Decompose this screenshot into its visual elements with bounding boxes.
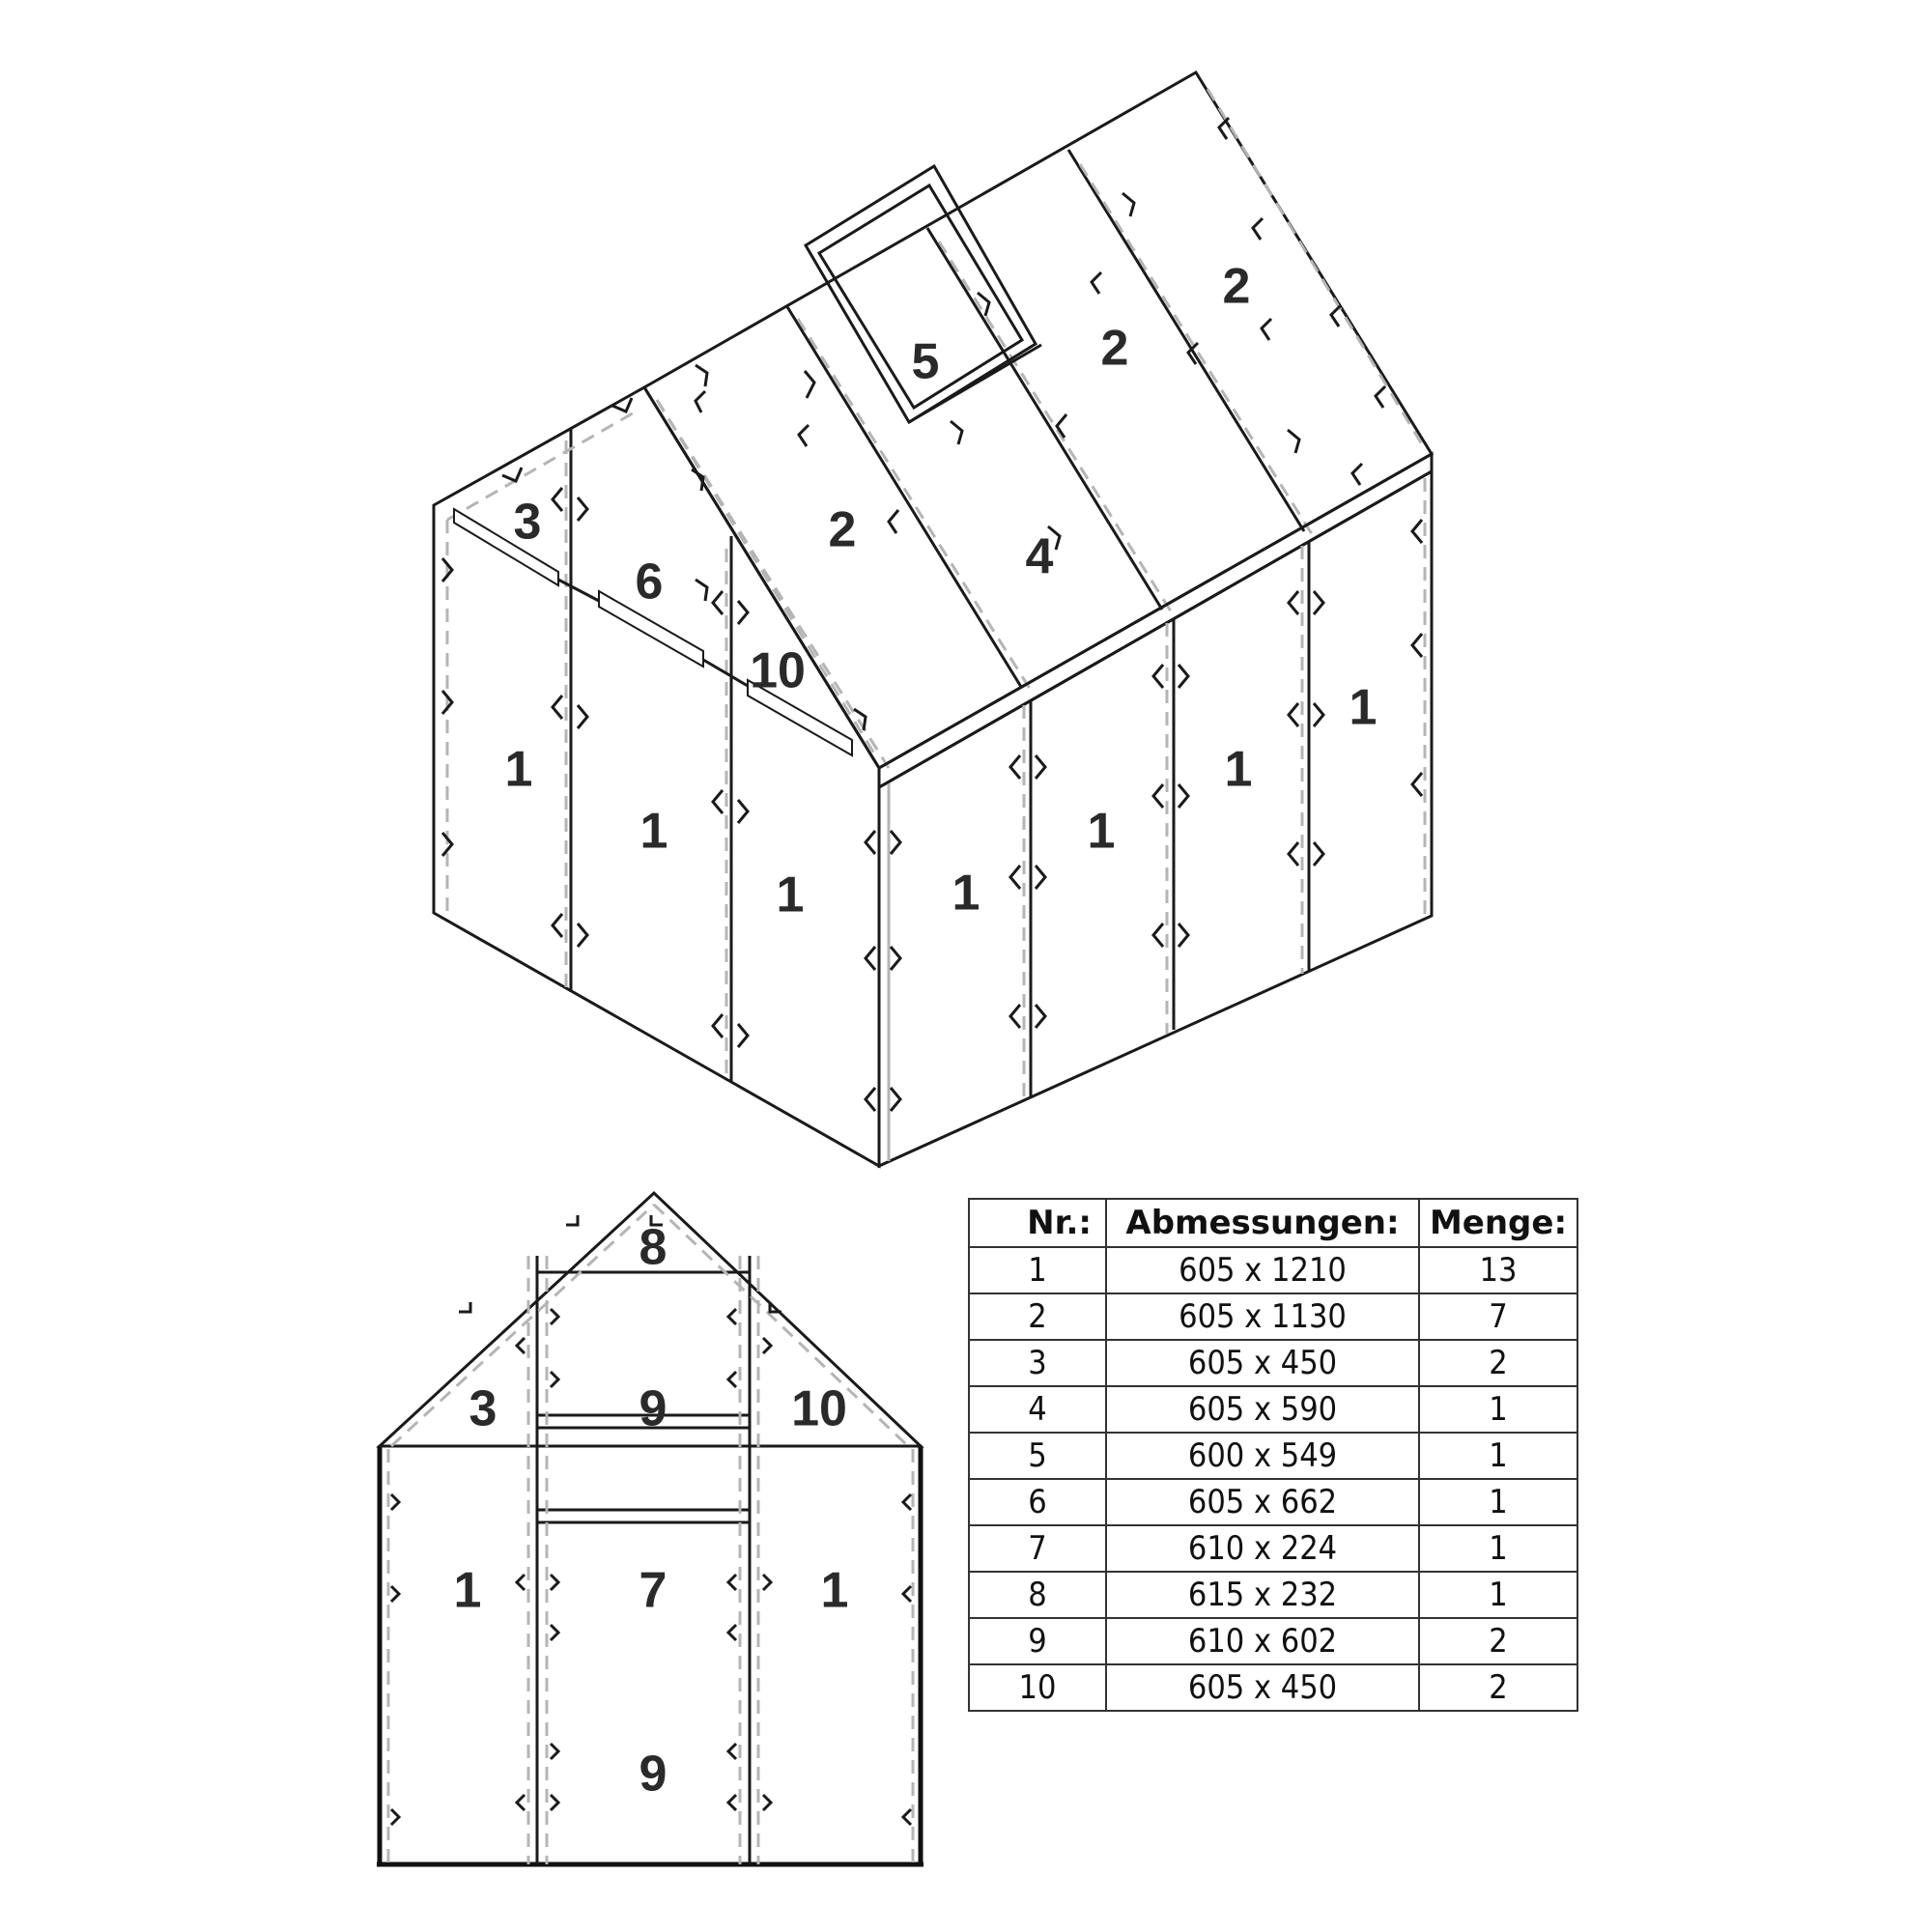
cell-qty: 1: [1418, 1385, 1578, 1434]
cell-nr: 8: [968, 1571, 1107, 1619]
cell-qty: 1: [1418, 1524, 1578, 1573]
iso-label-roof-5: 5: [912, 334, 940, 390]
iso-label-front-1b: 1: [640, 804, 668, 860]
gable-end-wall: [432, 384, 891, 1169]
rail-strip: [453, 507, 559, 587]
cell-size: 610 x 602: [1105, 1617, 1420, 1665]
iso-label-side-1c: 1: [1225, 742, 1253, 798]
cell-size: 610 x 224: [1105, 1524, 1420, 1573]
cell-nr: 10: [968, 1663, 1107, 1712]
header-nr: Nr.:: [968, 1198, 1107, 1248]
cell-qty: 2: [1418, 1663, 1578, 1712]
front-label-3: 3: [469, 1381, 497, 1437]
cell-nr: 6: [968, 1478, 1107, 1526]
iso-label-side-1a: 1: [952, 866, 980, 922]
iso-label-roof-4: 4: [1026, 529, 1054, 585]
cell-nr: 7: [968, 1524, 1107, 1573]
cell-qty: 7: [1418, 1293, 1578, 1341]
front-label-9-top: 9: [639, 1381, 668, 1437]
cell-size: 600 x 549: [1105, 1432, 1420, 1480]
iso-label-roof-2b: 2: [1101, 321, 1129, 377]
front-label-9-bottom: 9: [639, 1747, 668, 1803]
cell-nr: 3: [968, 1339, 1107, 1387]
cell-qty: 1: [1418, 1571, 1578, 1619]
roof-vent-window: [803, 163, 1038, 425]
front-label-1-right: 1: [821, 1563, 849, 1619]
cell-nr: 9: [968, 1617, 1107, 1665]
iso-label-10: 10: [750, 643, 806, 699]
cell-size: 605 x 662: [1105, 1478, 1420, 1526]
cell-qty: 2: [1418, 1339, 1578, 1387]
cell-qty: 1: [1418, 1432, 1578, 1480]
cell-qty: 13: [1418, 1246, 1578, 1294]
front-label-10: 10: [791, 1381, 847, 1437]
iso-label-side-1d: 1: [1350, 680, 1378, 736]
front-label-1-left: 1: [454, 1563, 482, 1619]
iso-label-front-1a: 1: [505, 742, 533, 798]
cell-qty: 1: [1418, 1478, 1578, 1526]
table-header-row: Nr.: Abmessungen: Menge:: [968, 1198, 1578, 1248]
cell-size: 605 x 1210: [1105, 1246, 1420, 1294]
isometric-view: 3 6 10 2 2 2 4 5 1 1 1 1 1 1 1: [432, 70, 1435, 1169]
cell-size: 615 x 232: [1105, 1571, 1420, 1619]
iso-label-side-1b: 1: [1088, 804, 1116, 860]
cell-size: 605 x 1130: [1105, 1293, 1420, 1341]
cell-nr: 1: [968, 1246, 1107, 1294]
cell-nr: 2: [968, 1293, 1107, 1341]
iso-label-3: 3: [514, 495, 542, 551]
cell-size: 605 x 450: [1105, 1663, 1420, 1712]
iso-label-roof-2c: 2: [1223, 259, 1251, 315]
cell-size: 605 x 590: [1105, 1385, 1420, 1434]
cell-nr: 5: [968, 1432, 1107, 1480]
iso-label-front-1c: 1: [777, 867, 805, 923]
front-view: 8 9 7 9 3 10 1 1: [376, 1190, 924, 1867]
cell-nr: 4: [968, 1385, 1107, 1434]
iso-label-6: 6: [636, 554, 664, 611]
rail-strip: [747, 678, 853, 757]
iso-label-roof-2a: 2: [829, 502, 857, 558]
cell-size: 605 x 450: [1105, 1339, 1420, 1387]
header-dimensions: Abmessungen:: [1105, 1198, 1420, 1248]
rail-strip: [598, 589, 704, 668]
front-label-7: 7: [639, 1563, 668, 1619]
header-quantity: Menge:: [1418, 1198, 1578, 1248]
front-label-8: 8: [639, 1220, 668, 1276]
cell-qty: 2: [1418, 1617, 1578, 1665]
side-wall: [864, 469, 1434, 1169]
